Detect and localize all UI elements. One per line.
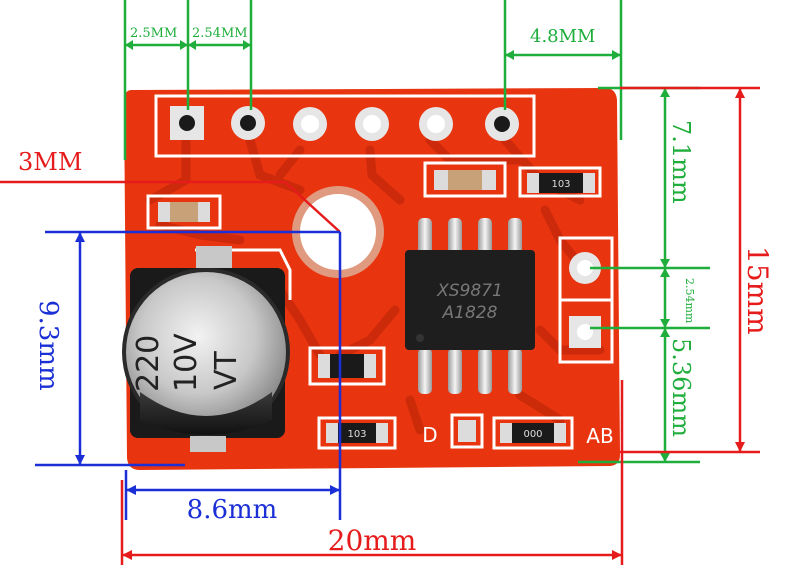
green-dimensions xyxy=(123,0,710,464)
dim-lower-offset: 5.36mm xyxy=(667,338,695,437)
resistor-label-bottom: 103 xyxy=(347,429,366,440)
cap-marking-220: 220 xyxy=(131,335,166,392)
resistor-label-right: 000 xyxy=(523,429,542,440)
silk-label-ab: AB xyxy=(586,424,613,448)
dim-board-height: 15mm xyxy=(741,246,774,335)
ic-chip xyxy=(405,218,535,394)
blue-dimensions xyxy=(35,230,342,520)
header-pins xyxy=(170,106,519,141)
cap-marking-vt: VT xyxy=(209,350,244,390)
silk-label-d: D xyxy=(422,423,437,447)
cap-marking-10v: 10V xyxy=(169,333,204,392)
smd-components xyxy=(158,170,595,443)
dim-right-pin-spacing: 2.54mm xyxy=(683,278,696,324)
dim-pin-spacing-a: 2.5MM xyxy=(130,26,177,41)
red-dimensions xyxy=(0,86,760,565)
dim-pin-spacing-b: 2.54MM xyxy=(192,26,248,41)
dim-hole-offset: 3MM xyxy=(18,148,82,176)
dim-board-width: 20mm xyxy=(328,524,417,557)
chip-marking-2: A1828 xyxy=(442,303,498,323)
pcb-board xyxy=(122,88,620,470)
side-pins xyxy=(569,252,601,348)
resistor-label-top: 103 xyxy=(551,179,570,190)
dim-upper-offset: 7.1mm xyxy=(667,120,695,204)
dim-cap-height: 9.3mm xyxy=(33,300,63,391)
chip-marking-1: XS9871 xyxy=(436,281,503,301)
electrolytic-capacitor xyxy=(122,246,290,452)
dim-cap-width: 8.6mm xyxy=(187,495,278,525)
dim-edge-offset: 4.8MM xyxy=(530,26,596,47)
